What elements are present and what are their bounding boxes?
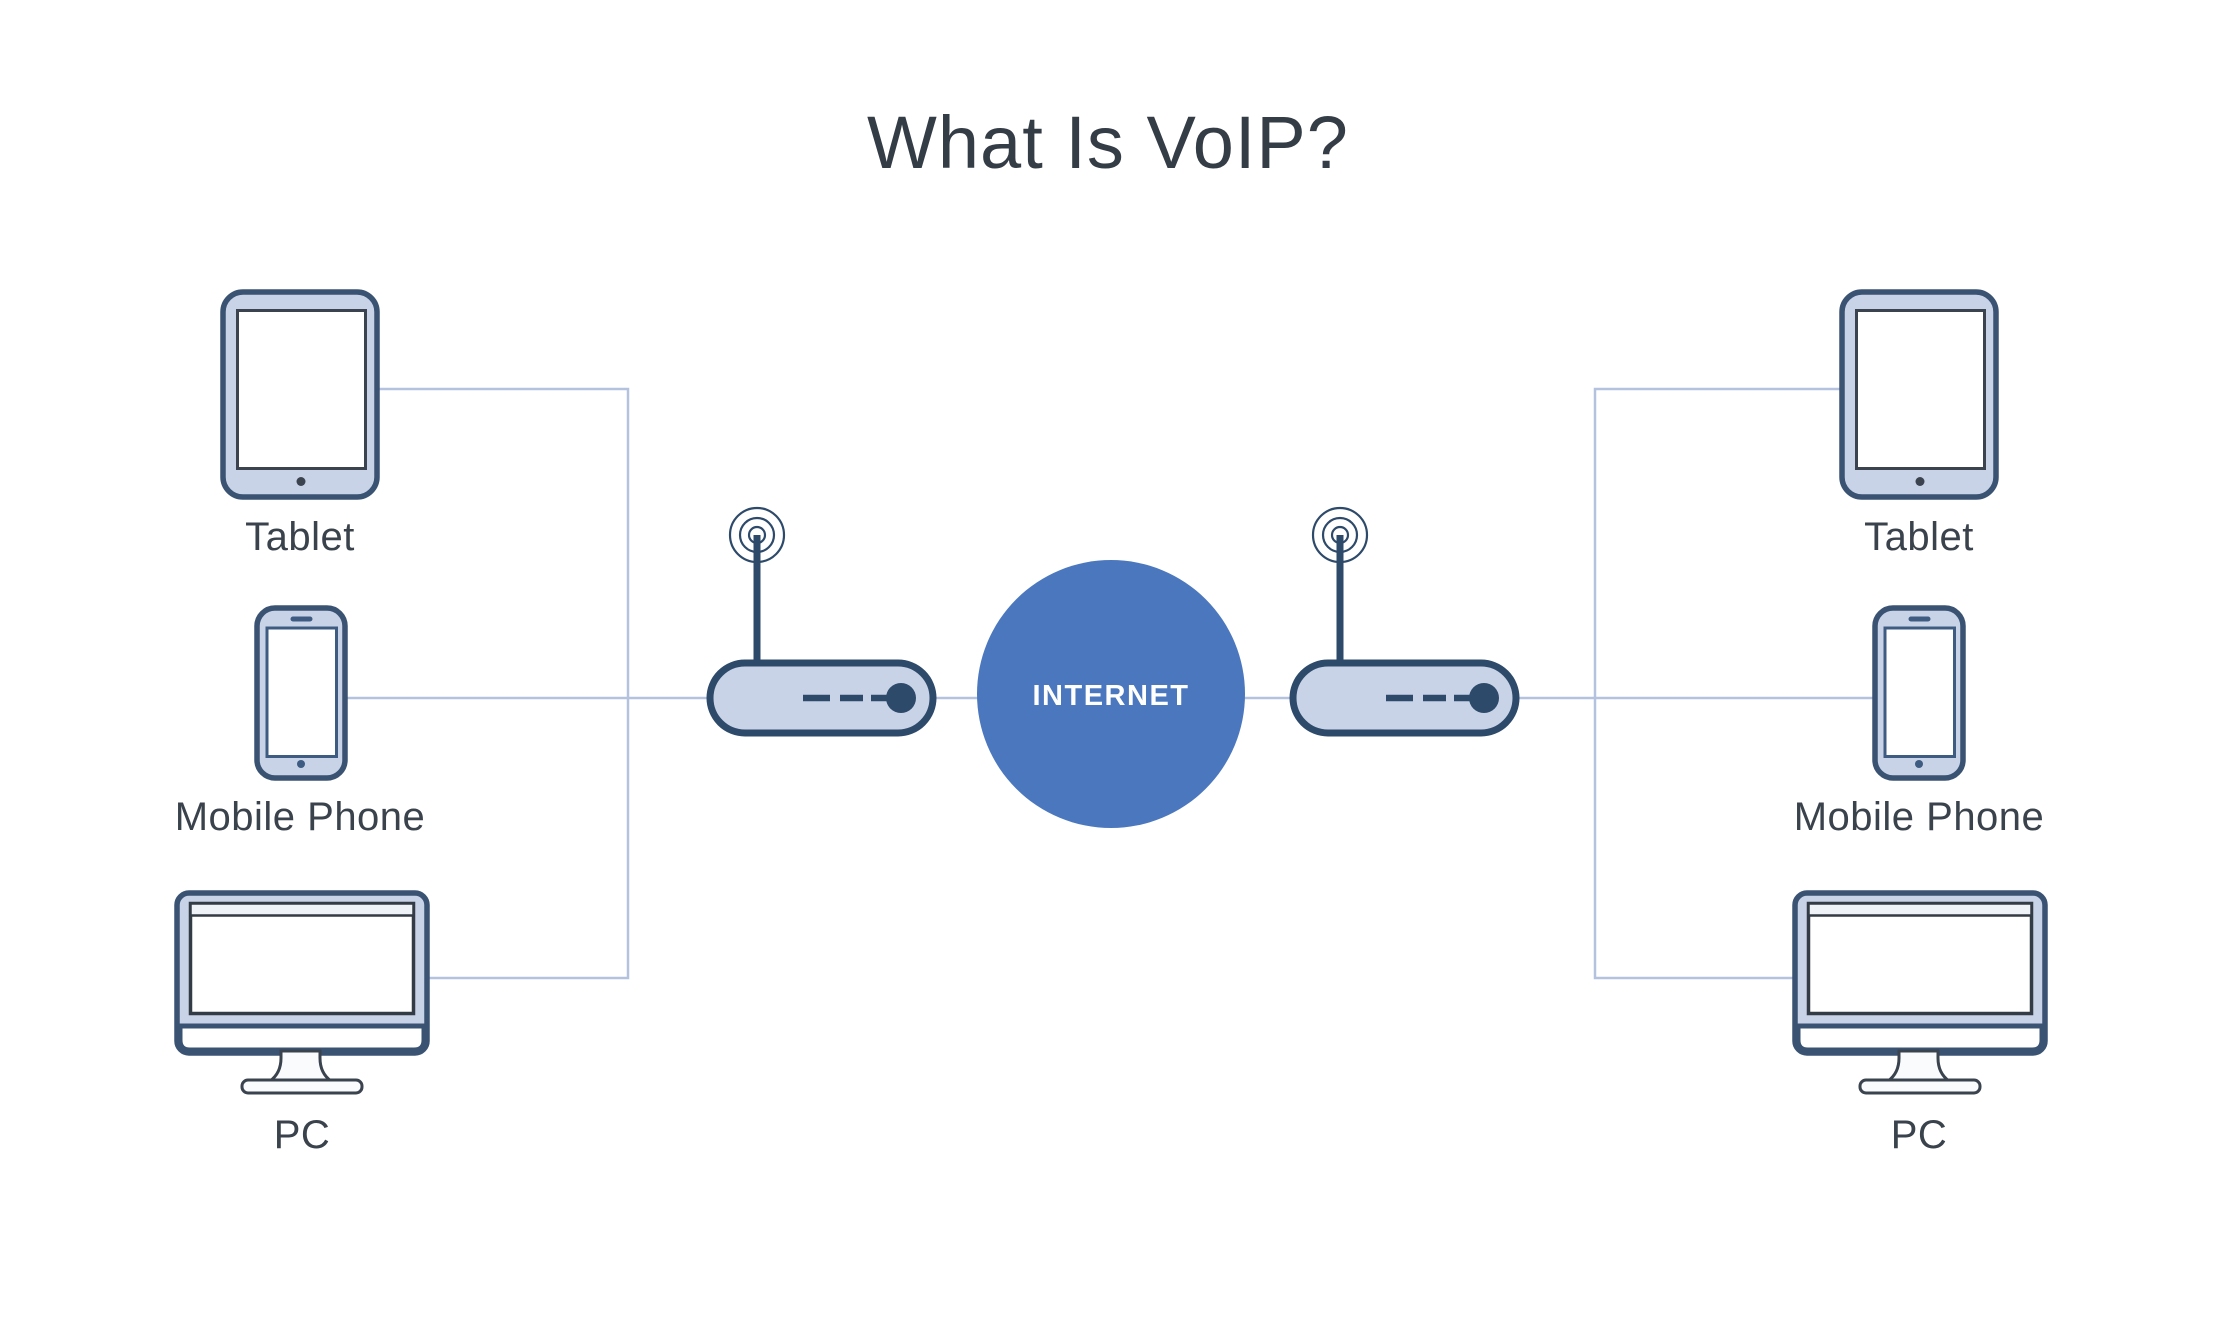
mobile-screen bbox=[265, 626, 338, 758]
mobile-home-button bbox=[1915, 760, 1923, 768]
page-title: What Is VoIP? bbox=[867, 101, 1349, 184]
tablet-screen bbox=[1855, 309, 1986, 470]
right-router-signal-icon bbox=[1311, 506, 1369, 564]
pc-base bbox=[1858, 1078, 1982, 1095]
right-pc-label: PC bbox=[1891, 1113, 1948, 1157]
tablet-screen bbox=[236, 309, 367, 470]
left-pc-label: PC bbox=[274, 1113, 331, 1157]
mobile-screen bbox=[1883, 626, 1956, 758]
internet-label: INTERNET bbox=[1033, 680, 1190, 712]
tablet-home-button bbox=[296, 477, 306, 486]
pc-chin bbox=[177, 1023, 427, 1053]
left-router-dot bbox=[886, 683, 916, 713]
left-tablet-label: Tablet bbox=[245, 515, 355, 559]
mobile-home-button bbox=[297, 760, 305, 768]
right-bus-line bbox=[1593, 387, 1842, 980]
pc-screen bbox=[1806, 901, 2034, 1016]
left-pc-icon bbox=[174, 890, 430, 1095]
right-mobile-label: Mobile Phone bbox=[1794, 795, 2045, 839]
tablet-home-button bbox=[1915, 477, 1925, 486]
pc-menubar bbox=[1807, 902, 2033, 917]
right-tablet-label: Tablet bbox=[1864, 515, 1974, 559]
right-pc-icon bbox=[1792, 890, 2048, 1095]
right-tablet-icon bbox=[1839, 289, 1999, 500]
right-router-dot bbox=[1469, 683, 1499, 713]
left-router-icon bbox=[706, 506, 937, 737]
left-tablet-icon bbox=[220, 289, 380, 500]
right-mobile-icon bbox=[1872, 605, 1966, 781]
right-router-icon bbox=[1289, 506, 1520, 737]
left-mobile-label: Mobile Phone bbox=[175, 795, 426, 839]
left-mobile-icon bbox=[254, 605, 348, 781]
left-bus-line bbox=[377, 387, 630, 980]
pc-menubar bbox=[189, 902, 415, 917]
internet-circle bbox=[977, 560, 1245, 828]
pc-base bbox=[240, 1078, 364, 1095]
internet-node: INTERNET bbox=[977, 560, 1245, 828]
pc-screen bbox=[188, 901, 416, 1016]
pc-chin bbox=[1795, 1023, 2045, 1053]
left-router-signal-icon bbox=[728, 506, 786, 564]
